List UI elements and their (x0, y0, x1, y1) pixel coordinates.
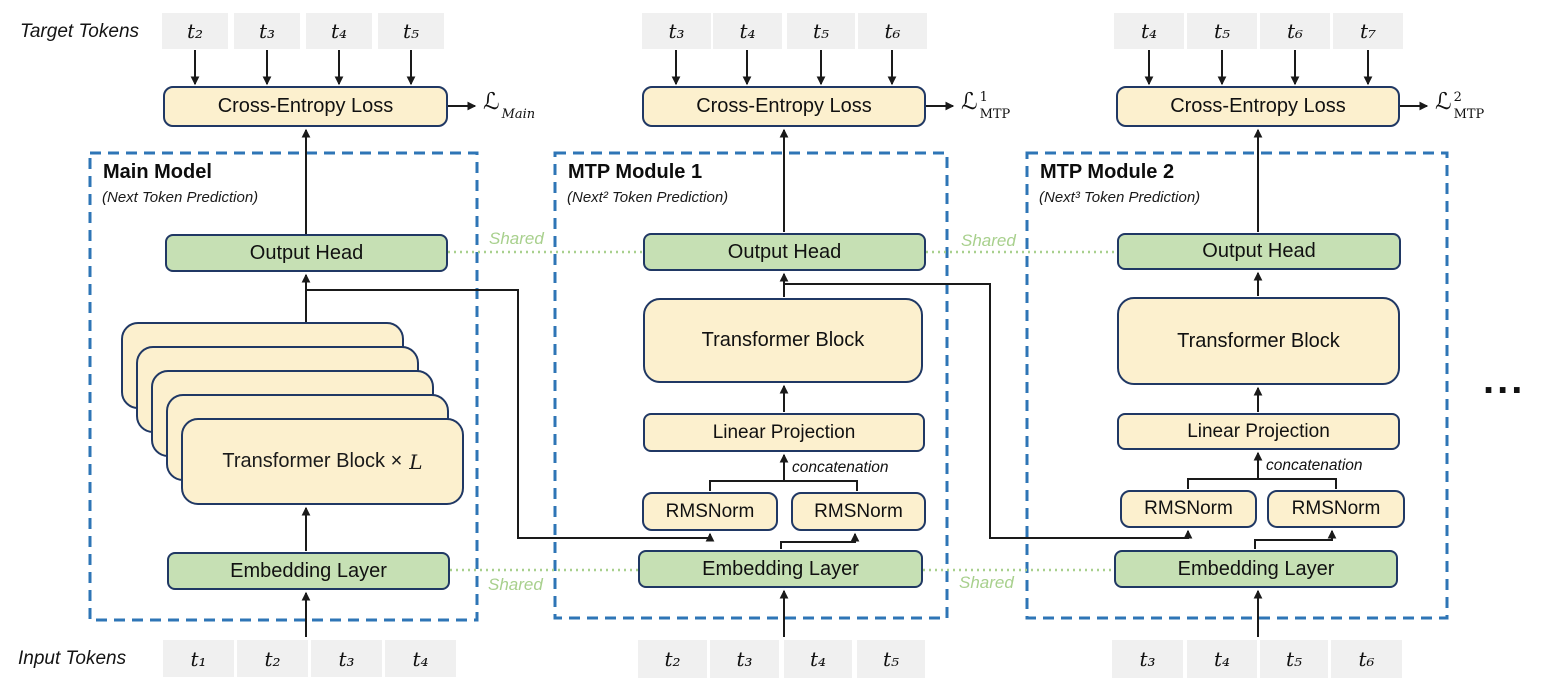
mtp2-embedding-layer-box: Embedding Layer (1114, 550, 1398, 588)
mtp1-rmsnorm-left-box: RMSNorm (642, 492, 778, 531)
mtp2-concatenation-label: concatenation (1266, 457, 1363, 474)
input-token: t₂ (237, 640, 308, 677)
mtp2-loss-label: ℒ 2 MTP (1435, 89, 1485, 122)
mtp1-transformer-block-box: Transformer Block (643, 298, 923, 383)
main-module-border (88, 151, 479, 622)
target-token: t₆ (1260, 13, 1330, 49)
main-module-subtitle: (Next Token Prediction) (102, 189, 259, 206)
module-dashed-borders (88, 151, 1449, 622)
mtp2-rmsnorm-right-box: RMSNorm (1267, 490, 1405, 528)
more-modules-ellipsis: ... (1483, 358, 1526, 402)
loss-symbol: ℒ (483, 89, 500, 115)
mtp1-cross-entropy-box: Cross-Entropy Loss (642, 86, 926, 127)
target-token: t₇ (1333, 13, 1403, 49)
mtp2-linear-projection-box: Linear Projection (1117, 413, 1400, 450)
shared-label: Shared (489, 229, 544, 248)
loss-subscript: MTP (979, 107, 1011, 122)
main-output-head-box: Output Head (165, 234, 448, 272)
mtp2-rmsnorm-left-box: RMSNorm (1120, 490, 1257, 528)
mtp2-output-head-box: Output Head (1117, 233, 1401, 270)
target-token: t₄ (713, 13, 782, 49)
mtp2-cross-entropy-box: Cross-Entropy Loss (1116, 86, 1400, 127)
input-token: t₆ (1331, 640, 1402, 678)
loss-superscript: 1 (979, 90, 988, 105)
mtp1-concatenation-label: concatenation (792, 459, 889, 476)
input-token: t₃ (311, 640, 382, 677)
mtp2-concat-bracket (1187, 478, 1337, 489)
input-token: t₄ (784, 640, 852, 678)
transformer-stack-count-variable: L (409, 449, 423, 474)
loss-symbol: ℒ (961, 89, 978, 115)
input-token: t₄ (1187, 640, 1257, 678)
target-tokens-row-label: Target Tokens (20, 21, 140, 42)
shared-label: Shared (959, 573, 1014, 592)
input-token: t₅ (857, 640, 925, 678)
shared-label: Shared (961, 231, 1016, 250)
mtp2-module-border (1025, 151, 1449, 620)
mtp2-transformer-block-box: Transformer Block (1117, 297, 1400, 385)
transformer-stack-label: Transformer Block × (222, 450, 403, 472)
main-module-wires (190, 50, 715, 637)
mtp2-module-subtitle: (Next³ Token Prediction) (1039, 189, 1201, 206)
target-token: t₄ (1114, 13, 1184, 49)
input-token: t₁ (163, 640, 234, 677)
target-token: t₅ (378, 13, 444, 49)
mtp1-rmsnorm-right-box: RMSNorm (791, 492, 926, 531)
mtp2-module-title: MTP Module 2 (1040, 161, 1175, 183)
mtp1-loss-label: ℒ 1 MTP (961, 89, 1011, 122)
target-token: t₃ (234, 13, 300, 49)
shared-dotted-links (442, 250, 1124, 572)
mtp1-module-subtitle: (Next² Token Prediction) (567, 189, 729, 206)
mtp1-module-wires (671, 50, 1193, 637)
loss-superscript (502, 91, 536, 104)
main-loss-label: ℒ Main (483, 89, 536, 122)
mtp1-embedding-to-rmsnorm-wire (780, 532, 860, 549)
loss-subscript: Main (501, 107, 536, 122)
mtp1-output-head-box: Output Head (643, 233, 926, 271)
input-token: t₃ (710, 640, 779, 678)
input-token: t₄ (385, 640, 456, 677)
input-tokens-row-label: Input Tokens (18, 648, 127, 669)
main-module-title: Main Model (103, 161, 212, 183)
loss-superscript: 2 (1453, 90, 1462, 105)
shared-label: Shared (488, 575, 543, 594)
mtp1-to-mtp2-hidden-state-wire (784, 283, 1193, 539)
mtp1-module-border (553, 151, 949, 620)
main-cross-entropy-box: Cross-Entropy Loss (163, 86, 448, 127)
input-token: t₃ (1112, 640, 1183, 678)
loss-symbol: ℒ (1435, 89, 1452, 115)
mtp1-embedding-layer-box: Embedding Layer (638, 550, 923, 588)
target-token: t₆ (858, 13, 927, 49)
loss-subscript: MTP (1453, 107, 1485, 122)
main-to-mtp1-hidden-state-wire (306, 289, 715, 542)
target-token: t₅ (787, 13, 855, 49)
mtp1-module-title: MTP Module 1 (568, 161, 703, 183)
main-transformer-stack-box: Transformer Block × L (181, 418, 464, 505)
target-token: t₂ (162, 13, 228, 49)
input-token: t₂ (638, 640, 707, 678)
input-token: t₅ (1260, 640, 1328, 678)
mtp1-linear-projection-box: Linear Projection (643, 413, 925, 452)
mtp2-embedding-to-rmsnorm-wire (1254, 529, 1337, 549)
target-token: t₃ (642, 13, 711, 49)
target-token: t₄ (306, 13, 372, 49)
main-embedding-layer-box: Embedding Layer (167, 552, 450, 590)
target-token: t₅ (1187, 13, 1257, 49)
mtp2-module-wires (1144, 50, 1429, 637)
mtp1-concat-bracket (709, 480, 858, 491)
